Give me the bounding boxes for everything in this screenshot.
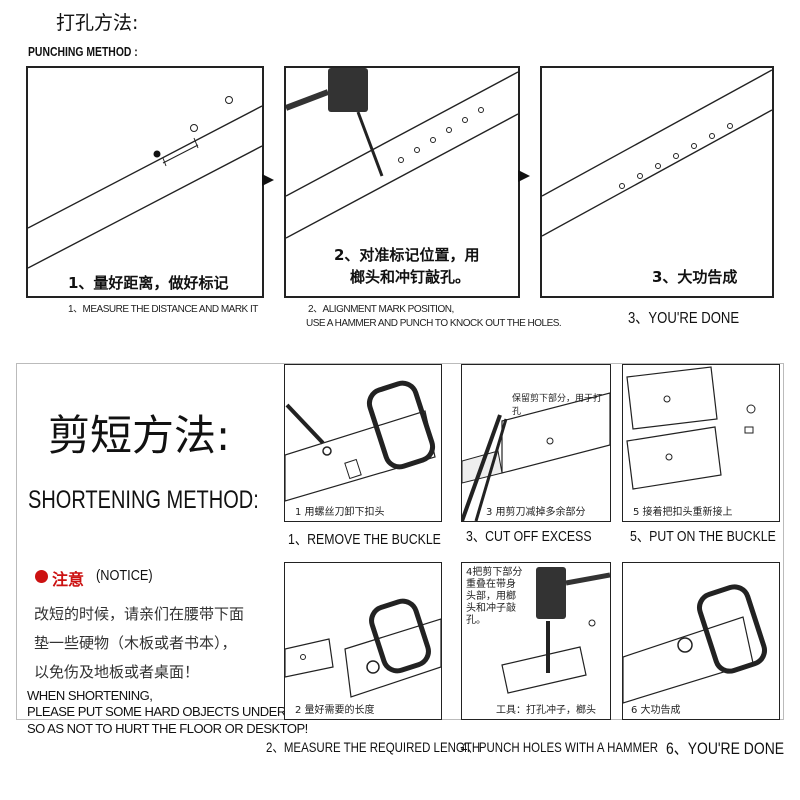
scissors-cut-illustration (462, 392, 610, 521)
shorten-step2-en: 2、MEASURE THE REQUIRED LENGTH (266, 739, 481, 755)
shorten-panel-6: 6 大功告成 (622, 562, 780, 720)
shorten-panel-5: 5 接着把扣头重新接上 (622, 364, 780, 522)
notice-en-line1: WHEN SHORTENING, (27, 688, 153, 703)
punch-step2-en-line2: USE A HAMMER AND PUNCH TO KNOCK OUT THE … (306, 318, 562, 329)
measure-length-illustration (285, 598, 441, 698)
shorten-panel6-cn: 6 大功告成 (631, 705, 681, 716)
finished-belt-illustration (623, 584, 767, 704)
shorten-panel-2: 2 量好需要的长度 (284, 562, 442, 720)
shorten-panel-3: 保留剪下部分，用于打孔 3 用剪刀减掉多余部分 (461, 364, 611, 522)
belt-illustration-hammer (286, 68, 518, 239)
notice-text-line2: 垫一些硬物（木板或者书本）， (34, 634, 237, 652)
shortening-title-cn: 剪短方法: (48, 411, 231, 460)
shorten-step4-en: 4、PUNCH HOLES WITH A HAMMER (461, 739, 659, 755)
shorten-panel4-cn: 4把剪下部分 重叠在带身 头部，用榔 头和冲子敲 孔。 (466, 567, 523, 626)
punch-step2-cn-line2: 榔头和冲钉敲孔。 (350, 268, 471, 286)
punch-step2-en-line1: 2、ALIGNMENT MARK POSITION, (308, 304, 454, 315)
notice-text-line3: 以免伤及地板或者桌面！ (34, 663, 200, 681)
notice-bullet-icon (35, 570, 48, 583)
reattach-buckle-illustration (626, 366, 756, 490)
hammer-punch-illustration (501, 567, 610, 694)
shorten-step5-en: 5、PUT ON THE BUCKLE (630, 528, 776, 545)
arrow-right-icon (262, 174, 274, 186)
notice-en-line3: SO AS NOT TO HURT THE FLOOR OR DESKTOP! (27, 721, 308, 736)
shorten-panel3-note: 保留剪下部分，用于打孔 (512, 394, 603, 417)
punch-step1-cn: 1、量好距离，做好标记 (68, 274, 229, 292)
notice-label-en: (NOTICE) (96, 567, 153, 584)
shorten-panel1-cn: 1 用螺丝刀卸下扣头 (295, 507, 385, 518)
shorten-panel4-tool: 工具：打孔冲子，榔头 (496, 705, 596, 716)
arrow-right-icon (518, 170, 530, 182)
punching-title-cn: 打孔方法: (56, 12, 139, 34)
punch-step3-en: 3、YOU'RE DONE (628, 310, 740, 327)
punch-panel-1: 1、量好距离，做好标记 (26, 66, 264, 298)
shorten-panel3-cn: 3 用剪刀减掉多余部分 (486, 507, 586, 518)
shorten-step6-en: 6、YOU'RE DONE (666, 739, 785, 758)
notice-label-cn: 注意 (52, 570, 85, 589)
punching-title-en: PUNCHING METHOD : (28, 44, 138, 59)
shortening-title-en: SHORTENING METHOD: (28, 486, 259, 514)
shorten-panel-4: 4把剪下部分 重叠在带身 头部，用榔 头和冲子敲 孔。 工具：打孔冲子，榔头 (461, 562, 611, 720)
shorten-panel-1: 1 用螺丝刀卸下扣头 (284, 364, 442, 522)
shorten-step3-en: 3、CUT OFF EXCESS (466, 528, 592, 545)
belt-illustration-done (542, 69, 772, 237)
punch-panel-3: 3、大功告成 (540, 66, 774, 298)
notice-text-line1: 改短的时候，请亲们在腰带下面 (34, 605, 245, 623)
punch-step3-cn: 3、大功告成 (652, 268, 738, 286)
punch-panel-2: 2、对准标记位置，用 榔头和冲钉敲孔。 (284, 66, 520, 298)
belt-illustration-measure (28, 96, 262, 269)
buckle-screwdriver-illustration (285, 380, 436, 502)
punch-step2-cn-line1: 2、对准标记位置，用 (334, 246, 480, 264)
shorten-panel5-cn: 5 接着把扣头重新接上 (633, 507, 733, 518)
notice-en-line2: PLEASE PUT SOME HARD OBJECTS UNDER THE B… (27, 704, 348, 719)
shorten-step1-en: 1、REMOVE THE BUCKLE (288, 531, 441, 548)
punch-step1-en: 1、MEASURE THE DISTANCE AND MARK IT (68, 304, 258, 315)
shorten-panel2-cn: 2 量好需要的长度 (295, 705, 375, 716)
